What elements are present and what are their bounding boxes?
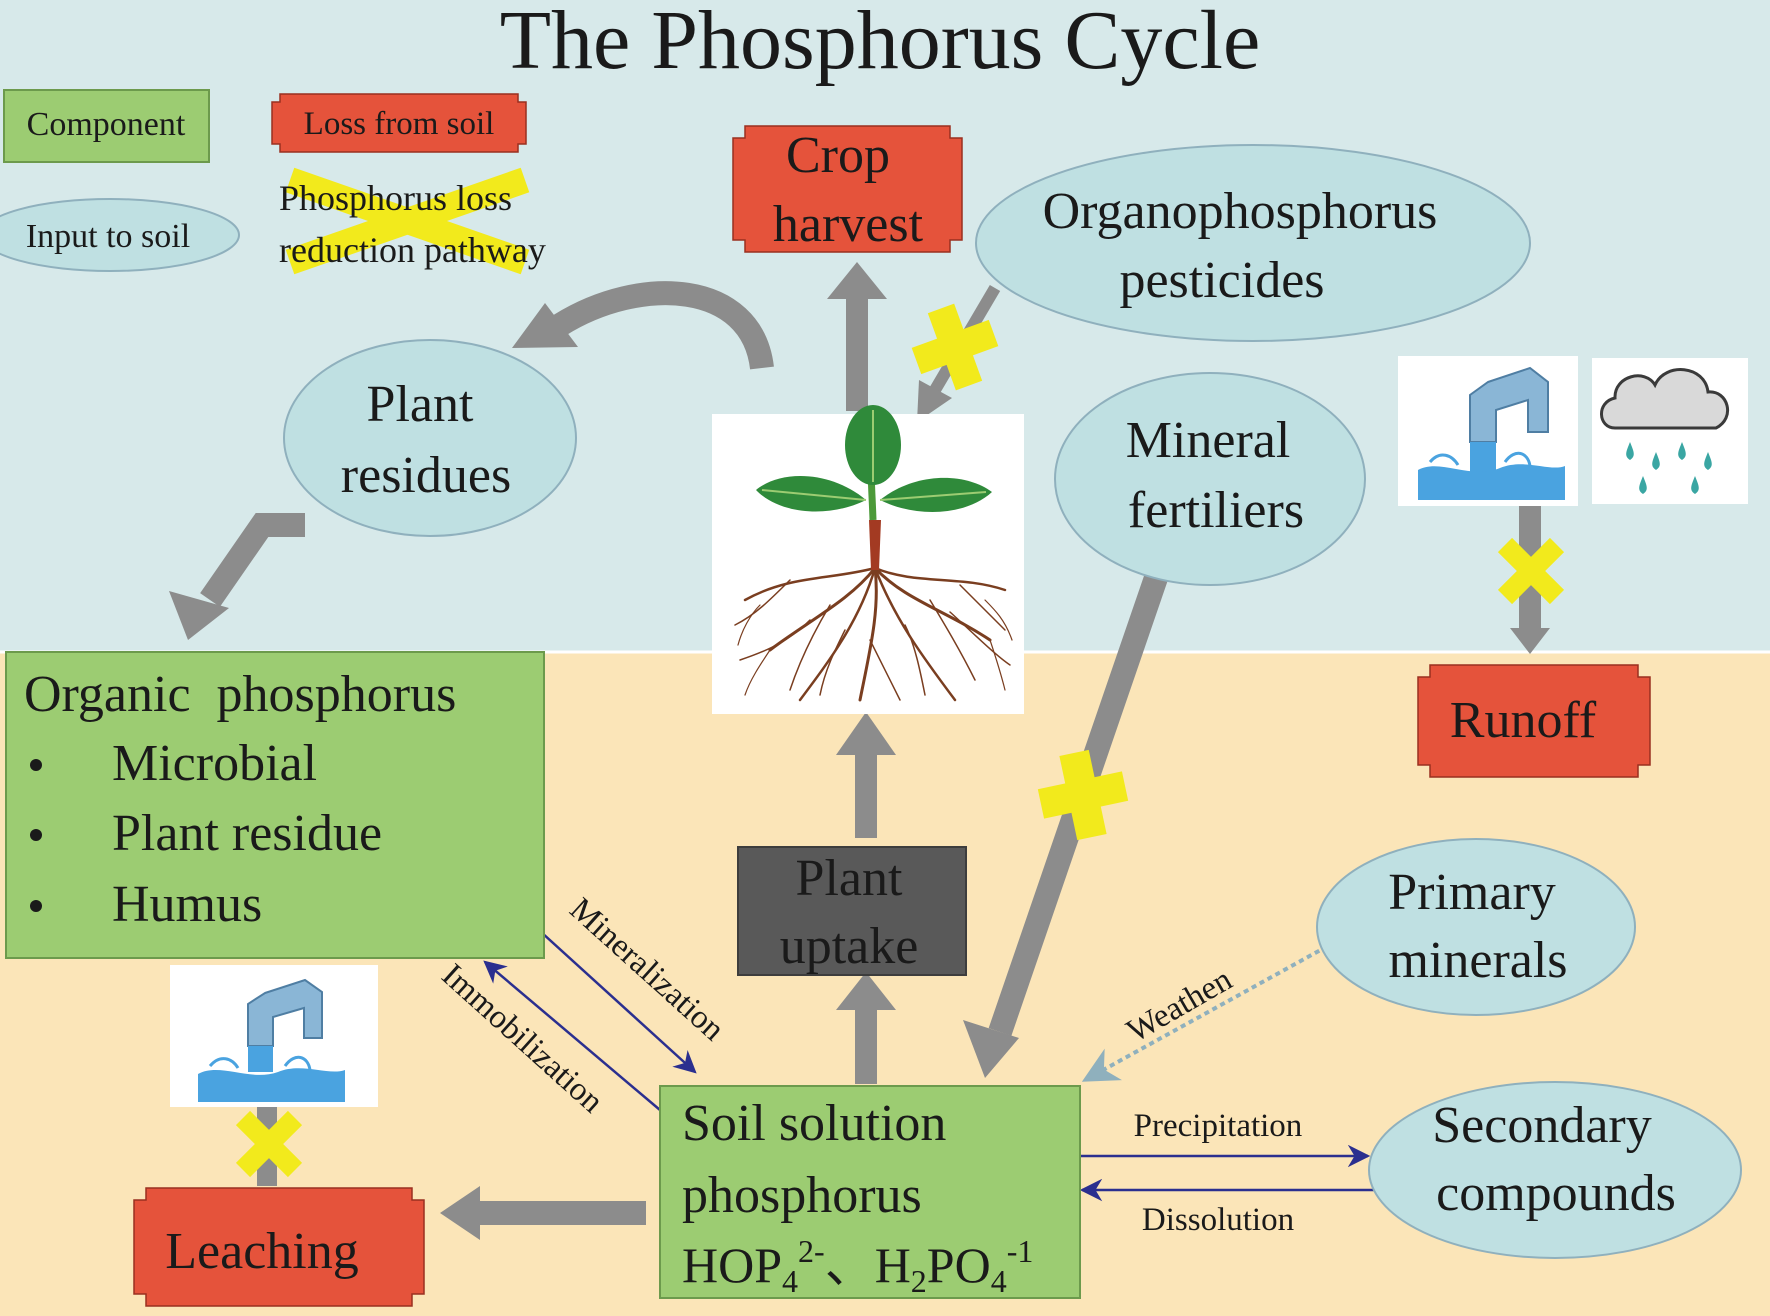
label-dissolution: Dissolution: [1142, 1202, 1294, 1238]
legend-loss-swatch: [271, 93, 527, 153]
runoff-label: Runoff: [1450, 692, 1597, 749]
crop-harvest-line2: harvest: [773, 196, 924, 253]
legend-reduction-line1: Phosphorus loss: [279, 178, 512, 218]
arrow-uptake-to-plant: [836, 712, 896, 838]
legend-input-swatch: [0, 198, 240, 272]
arrow-weathen: [1081, 940, 1336, 1082]
plant-uptake-line1: Plant: [796, 850, 903, 907]
soil-solution-formula: HOP42-、H2PO4-1: [682, 1233, 1033, 1299]
organic-phosphorus-heading: Organic phosphorus: [24, 666, 456, 723]
organic-item-plant-residue: Plant residue: [112, 805, 382, 862]
organic-bullet-3: [30, 900, 42, 912]
reduction-cross-pesticide-icon: [911, 303, 999, 391]
arrow-soil-to-leaching: [440, 1186, 646, 1240]
leaching-label: Leaching: [165, 1223, 358, 1280]
secondary-compounds-line2: compounds: [1436, 1165, 1676, 1222]
legend-loss-label: Loss from soil: [304, 106, 495, 142]
label-precipitation: Precipitation: [1134, 1108, 1303, 1144]
legend-reduction-line2: reduction pathway: [279, 230, 546, 270]
node-plant-residues: [283, 339, 577, 537]
plant-residues-line2: residues: [341, 447, 511, 504]
soil-solution-line2: phosphorus: [682, 1167, 922, 1224]
node-runoff: [1417, 664, 1651, 778]
diagram-title: The Phosphorus Cycle: [500, 0, 1261, 87]
arrow-plant-to-residues: [512, 281, 774, 370]
mineral-fertilizers-line2: fertiliers: [1128, 482, 1304, 539]
reduction-cross-fertilizer-icon: [1037, 749, 1129, 841]
plant-uptake-line2: uptake: [780, 918, 919, 975]
faucet-water-icon: [1398, 356, 1578, 506]
rain-cloud-icon: [1592, 358, 1748, 504]
organic-item-humus: Humus: [112, 876, 262, 933]
primary-minerals-line1: Primary: [1388, 864, 1556, 921]
plant-residues-line1: Plant: [367, 376, 474, 433]
legend-input-label: Input to soil: [26, 218, 190, 255]
legend-component-swatch: [3, 89, 210, 163]
node-primary-minerals: [1316, 838, 1636, 1016]
mineral-fertilizers-line1: Mineral: [1126, 412, 1291, 469]
organic-bullet-1: [30, 759, 42, 771]
node-organic-phosphorus: [5, 651, 545, 959]
plant-seedling-icon: [712, 405, 1024, 714]
node-leaching: [133, 1187, 425, 1307]
organic-bullet-2: [30, 829, 42, 841]
leaching-faucet-icon: [170, 965, 378, 1107]
primary-minerals-line2: minerals: [1388, 932, 1567, 989]
organophosphorus-line1: Organophosphorus: [1043, 183, 1438, 240]
arrow-residues-to-organic: [169, 513, 305, 640]
arrow-soil-to-uptake: [836, 972, 896, 1084]
arrow-mineralization: [529, 921, 697, 1074]
arrow-immobilization: [483, 960, 661, 1111]
legend-component-label: Component: [27, 106, 186, 143]
node-soil-solution-phosphorus: [659, 1085, 1081, 1299]
organic-item-microbial: Microbial: [112, 735, 317, 792]
crop-harvest-line1: Crop: [786, 127, 890, 184]
secondary-compounds-line1: Secondary: [1432, 1097, 1651, 1154]
node-secondary-compounds: [1368, 1081, 1742, 1259]
node-mineral-fertilizers: [1054, 372, 1366, 586]
legend-reduction-cross-icon: [285, 167, 530, 275]
soil-solution-line1: Soil solution: [682, 1095, 946, 1152]
node-crop-harvest: [732, 125, 963, 253]
reduction-cross-leaching-icon: [235, 1110, 303, 1178]
reduction-cross-runoff-icon: [1497, 537, 1565, 605]
node-plant-uptake: [737, 846, 967, 976]
organophosphorus-line2: pesticides: [1119, 252, 1324, 309]
node-organophosphorus-pesticides: [975, 144, 1531, 342]
arrow-plant-to-crop-harvest: [827, 262, 887, 411]
